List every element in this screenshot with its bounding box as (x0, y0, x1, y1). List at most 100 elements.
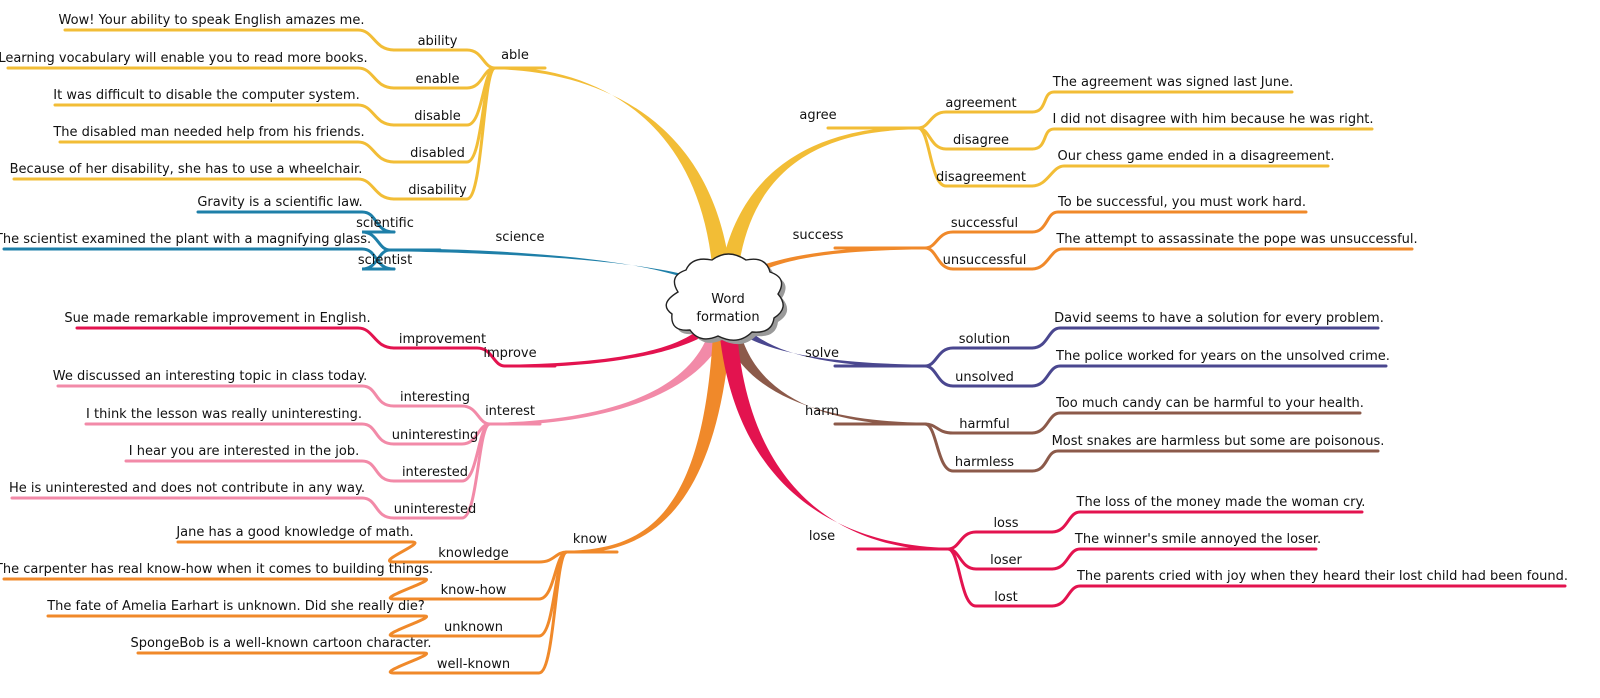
branch-know-label: know (573, 532, 608, 547)
branch-interest-label: interest (485, 404, 535, 419)
word-improve-0: improvement (399, 332, 486, 347)
link-know-sentence-1 (2, 577, 428, 601)
sentence-harm-0: Too much candy can be harmful to your he… (1055, 396, 1364, 411)
link-lose-sentence-0 (1050, 510, 1364, 534)
link-success-word-0 (923, 230, 1034, 250)
branch-success-label: success (793, 228, 844, 243)
sentence-success-0: To be successful, you must work hard. (1057, 195, 1306, 210)
branch-lines (2, 28, 1567, 675)
branch-able-label: able (501, 48, 529, 63)
sentence-interest-2: I hear you are interested in the job. (129, 444, 359, 459)
word-success-0: successful (951, 216, 1018, 231)
link-know-word-3 (392, 550, 569, 675)
center-title-line2: formation (696, 310, 759, 325)
center-cloud (665, 253, 784, 341)
sentence-science-1: The scientist examined the plant with a … (0, 232, 371, 247)
link-solve-word-0 (923, 346, 1034, 368)
word-agree-0: agreement (945, 96, 1016, 111)
sentence-solve-1: The police worked for years on the unsol… (1055, 349, 1390, 364)
sentence-know-1: The carpenter has real know-how when it … (0, 562, 433, 577)
word-know-0: knowledge (438, 546, 508, 561)
sentence-know-0: Jane has a good knowledge of math. (175, 525, 413, 540)
link-lose-sentence-2 (1050, 584, 1567, 608)
word-science-0: scientific (356, 216, 414, 231)
link-solve-sentence-0 (1030, 326, 1380, 350)
word-success-1: unsuccessful (943, 253, 1027, 268)
branch-lose-label: lose (809, 529, 835, 544)
link-agree-sentence-1 (1030, 127, 1374, 151)
link-able-sentence-2 (53, 103, 396, 127)
sentence-success-1: The attempt to assassinate the pope was … (1055, 232, 1417, 247)
word-able-3: disabled (410, 146, 465, 161)
sentence-know-3: SpongeBob is a well-known cartoon charac… (130, 636, 431, 651)
sentence-able-0: Wow! Your ability to speak English amaze… (59, 13, 365, 28)
sentence-able-1: Learning vocabulary will enable you to r… (0, 51, 368, 66)
link-improve-sentence-0 (75, 326, 396, 350)
word-agree-1: disagree (953, 133, 1009, 148)
link-harm-sentence-0 (1030, 411, 1362, 435)
word-able-0: ability (418, 34, 458, 49)
link-agree-word-0 (916, 110, 1034, 130)
sentence-lose-2: The parents cried with joy when they hea… (1076, 569, 1568, 584)
branch-science-label: science (496, 230, 545, 245)
word-harm-1: harmless (955, 455, 1014, 470)
sentence-know-2: The fate of Amelia Earhart is unknown. D… (46, 599, 425, 614)
sentence-interest-0: We discussed an interesting topic in cla… (53, 369, 367, 384)
word-know-3: well-known (437, 657, 510, 672)
word-interest-1: uninteresting (392, 428, 478, 443)
sentence-improve-0: Sue made remarkable improvement in Engli… (64, 311, 370, 326)
word-able-4: disability (408, 183, 467, 198)
sentence-agree-0: The agreement was signed last June. (1052, 75, 1294, 90)
link-interest-word-3 (392, 422, 492, 520)
link-agree-word-2 (916, 126, 1034, 188)
link-lose-word-0 (946, 530, 1054, 551)
link-science-sentence-1 (2, 247, 396, 271)
word-harm-0: harmful (959, 417, 1009, 432)
branch-labels: able ability Wow! Your ability to speak En… (0, 13, 1568, 672)
link-interest-word-0 (392, 404, 492, 426)
link-harm-word-1 (923, 422, 1034, 473)
word-solve-1: unsolved (955, 370, 1014, 385)
link-solve-sentence-1 (1030, 364, 1388, 388)
word-lose-0: loss (993, 516, 1018, 531)
link-interest-sentence-0 (56, 384, 396, 408)
word-lose-1: loser (990, 553, 1022, 568)
sentence-able-4: Because of her disability, she has to us… (10, 162, 363, 177)
word-know-2: unknown (444, 620, 503, 635)
word-able-2: disable (414, 109, 460, 124)
sentence-science-0: Gravity is a scientific law. (197, 195, 362, 210)
link-lose-sentence-1 (1050, 547, 1318, 571)
link-know-sentence-0 (176, 540, 417, 564)
branch-harm-label: harm (805, 404, 839, 419)
word-solve-0: solution (959, 332, 1010, 347)
word-science-1: scientist (358, 253, 412, 268)
link-know-sentence-2 (46, 614, 428, 638)
branch-agree-label: agree (799, 108, 836, 123)
link-lose-word-2 (946, 547, 1054, 608)
branch-improve-label: improve (483, 346, 536, 361)
center-title-line1: Word (711, 292, 744, 307)
link-able-word-0 (392, 48, 497, 70)
link-know-sentence-3 (136, 651, 428, 675)
link-able-word-4 (392, 66, 497, 201)
link-agree-sentence-0 (1030, 90, 1294, 114)
link-success-sentence-1 (1030, 247, 1414, 271)
link-able-sentence-0 (63, 28, 396, 52)
link-success-word-1 (923, 246, 1034, 271)
sentence-interest-3: He is uninterested and does not contribu… (9, 481, 365, 496)
word-know-1: know-how (441, 583, 507, 598)
link-agree-sentence-2 (1030, 164, 1330, 188)
sentence-lose-1: The winner's smile annoyed the loser. (1074, 532, 1321, 547)
sentence-agree-1: I did not disagree with him because he w… (1052, 112, 1373, 127)
sentence-lose-0: The loss of the money made the woman cry… (1076, 495, 1366, 510)
link-solve-word-1 (923, 364, 1034, 388)
link-interest-sentence-3 (10, 496, 396, 520)
link-interest-sentence-1 (84, 422, 396, 446)
word-interest-0: interesting (400, 390, 470, 405)
word-able-1: enable (415, 72, 459, 87)
link-improve-word-0 (392, 346, 507, 368)
sentence-solve-0: David seems to have a solution for every… (1054, 311, 1384, 326)
center-node: Word formation (665, 253, 788, 345)
word-agree-2: disagreement (936, 170, 1026, 185)
